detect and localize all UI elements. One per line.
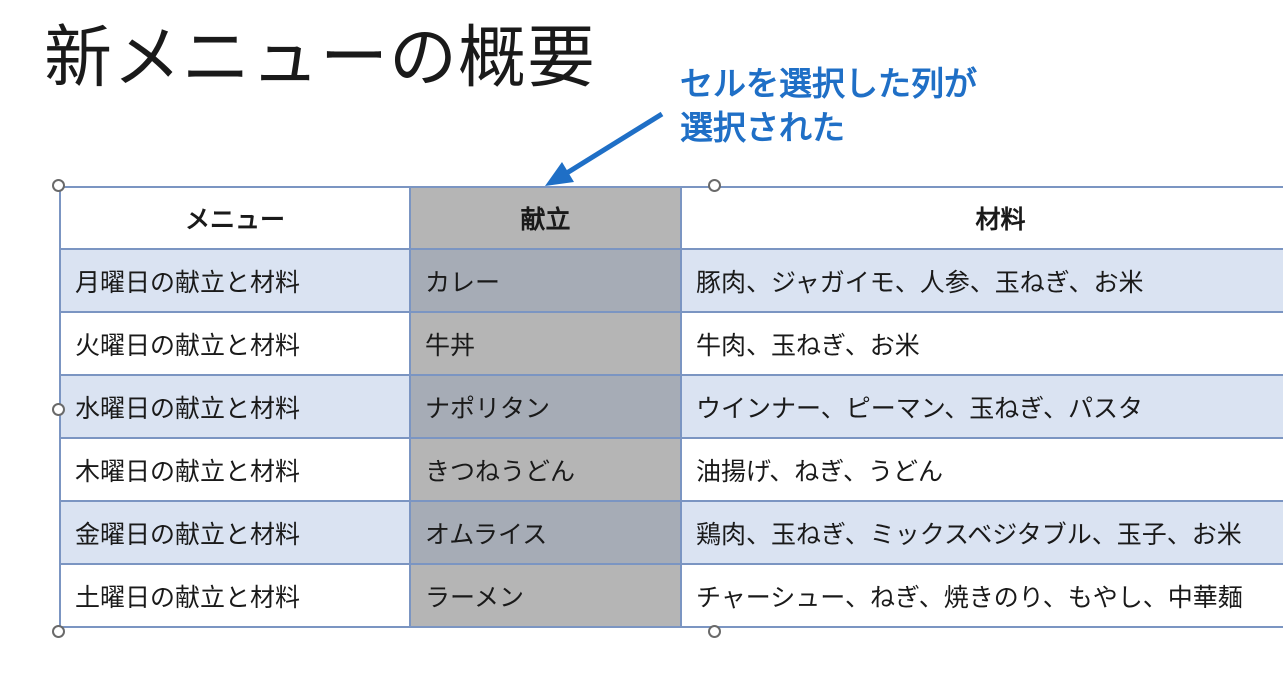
menu-table[interactable]: メニュー 献立 材料 月曜日の献立と材料 カレー 豚肉、ジャガイモ、人参、玉ねぎ… — [59, 186, 1283, 628]
menu-cell[interactable]: 金曜日の献立と材料 — [59, 500, 411, 565]
zairyo-cell[interactable]: ウインナー、ピーマン、玉ねぎ、パスタ — [680, 374, 1283, 439]
zairyo-cell[interactable]: 鶏肉、玉ねぎ、ミックスベジタブル、玉子、お米 — [680, 500, 1283, 565]
column-header-menu[interactable]: メニュー — [59, 186, 411, 250]
resize-handle-bottom-left[interactable] — [52, 625, 65, 638]
table-row: 木曜日の献立と材料 きつねうどん 油揚げ、ねぎ、うどん — [59, 437, 1283, 502]
menu-cell[interactable]: 火曜日の献立と材料 — [59, 311, 411, 376]
table-row: 水曜日の献立と材料 ナポリタン ウインナー、ピーマン、玉ねぎ、パスタ — [59, 374, 1283, 439]
column-header-kondate[interactable]: 献立 — [409, 186, 682, 250]
slide-title[interactable]: 新メニューの概要 — [44, 19, 597, 98]
table-row: 土曜日の献立と材料 ラーメン チャーシュー、ねぎ、焼きのり、もやし、中華麺 — [59, 563, 1283, 628]
menu-cell[interactable]: 水曜日の献立と材料 — [59, 374, 411, 439]
table-header-row: メニュー 献立 材料 — [59, 186, 1283, 250]
table-row: 月曜日の献立と材料 カレー 豚肉、ジャガイモ、人参、玉ねぎ、お米 — [59, 248, 1283, 313]
zairyo-cell[interactable]: 油揚げ、ねぎ、うどん — [680, 437, 1283, 502]
table-row: 金曜日の献立と材料 オムライス 鶏肉、玉ねぎ、ミックスベジタブル、玉子、お米 — [59, 500, 1283, 565]
kondate-cell[interactable]: きつねうどん — [409, 437, 682, 502]
resize-handle-bottom-middle[interactable] — [708, 625, 721, 638]
resize-handle-middle-left[interactable] — [52, 403, 65, 416]
zairyo-cell[interactable]: 牛肉、玉ねぎ、お米 — [680, 311, 1283, 376]
resize-handle-top-middle[interactable] — [708, 179, 721, 192]
annotation-line-1: セルを選択した列が — [680, 64, 977, 103]
kondate-cell[interactable]: カレー — [409, 248, 682, 313]
menu-cell[interactable]: 木曜日の献立と材料 — [59, 437, 411, 502]
kondate-cell[interactable]: 牛丼 — [409, 311, 682, 376]
column-header-zairyo[interactable]: 材料 — [680, 186, 1283, 250]
menu-cell[interactable]: 土曜日の献立と材料 — [59, 563, 411, 628]
kondate-cell[interactable]: ラーメン — [409, 563, 682, 628]
annotation-line-2: 選択された — [680, 108, 845, 147]
menu-table-frame[interactable]: メニュー 献立 材料 月曜日の献立と材料 カレー 豚肉、ジャガイモ、人参、玉ねぎ… — [59, 186, 1283, 628]
table-row: 火曜日の献立と材料 牛丼 牛肉、玉ねぎ、お米 — [59, 311, 1283, 376]
zairyo-cell[interactable]: 豚肉、ジャガイモ、人参、玉ねぎ、お米 — [680, 248, 1283, 313]
kondate-cell[interactable]: ナポリタン — [409, 374, 682, 439]
kondate-cell[interactable]: オムライス — [409, 500, 682, 565]
annotation-callout: セルを選択した列が 選択された — [680, 62, 977, 150]
zairyo-cell[interactable]: チャーシュー、ねぎ、焼きのり、もやし、中華麺 — [680, 563, 1283, 628]
resize-handle-top-left[interactable] — [52, 179, 65, 192]
menu-cell[interactable]: 月曜日の献立と材料 — [59, 248, 411, 313]
